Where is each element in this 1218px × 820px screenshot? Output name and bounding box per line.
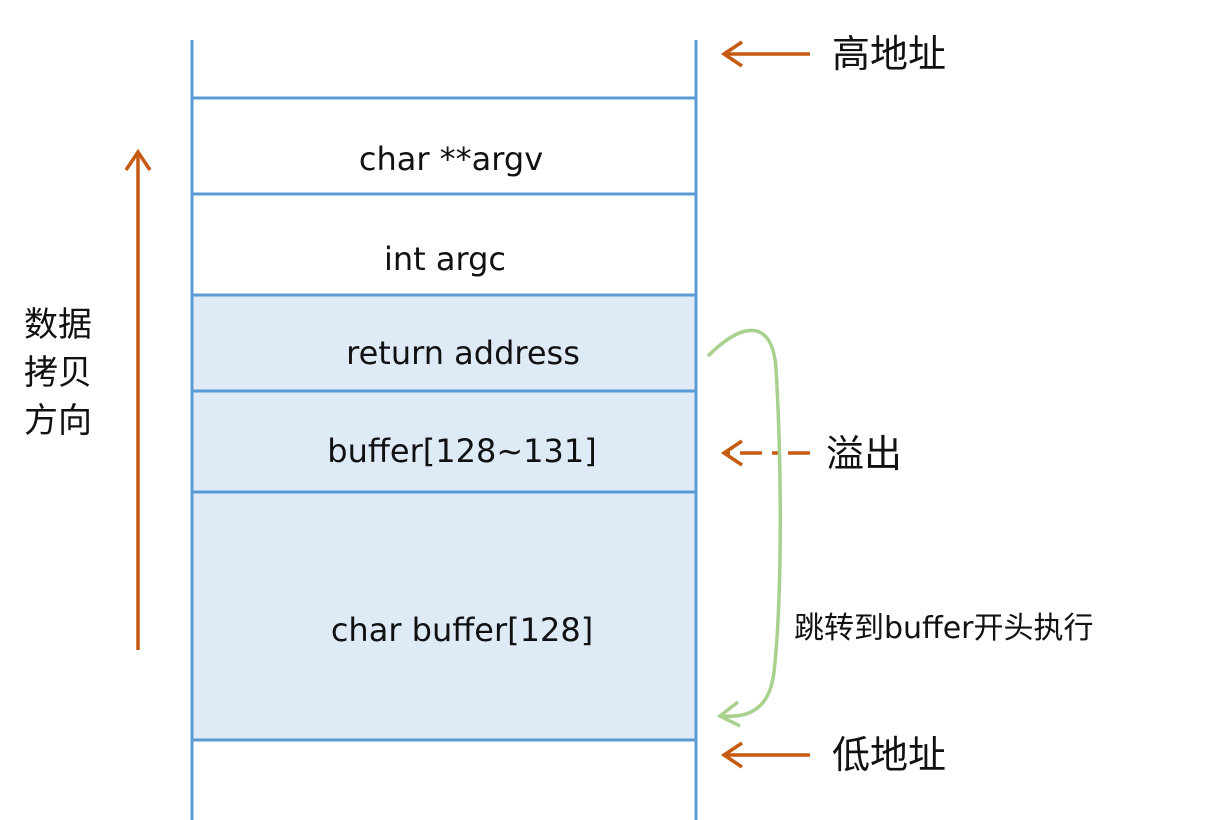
up-arrow-icon [124, 148, 152, 650]
cell-return-address: return address [346, 334, 580, 372]
cell-argv: char **argv [359, 140, 543, 178]
cell-char-buffer: char buffer[128] [331, 611, 593, 649]
high-address-label: 高地址 [832, 32, 946, 76]
cell-buffer-overflow: buffer[128~131] [327, 432, 596, 470]
low-address-label: 低地址 [832, 733, 946, 777]
copy-direction-line-1: 数据 [24, 305, 92, 345]
left-arrow-icon [720, 40, 810, 68]
left-arrow-icon [720, 741, 810, 769]
jump-label: 跳转到buffer开头执行 [794, 611, 1094, 646]
copy-direction-line-3: 方向 [24, 401, 92, 441]
curved-arrow-icon [706, 328, 783, 728]
overflow-label: 溢出 [826, 432, 902, 476]
dashed-left-arrow-icon [720, 439, 810, 467]
cell-argc: int argc [384, 240, 506, 278]
highlight-region [192, 295, 696, 740]
copy-direction-line-2: 拷贝 [24, 353, 92, 393]
